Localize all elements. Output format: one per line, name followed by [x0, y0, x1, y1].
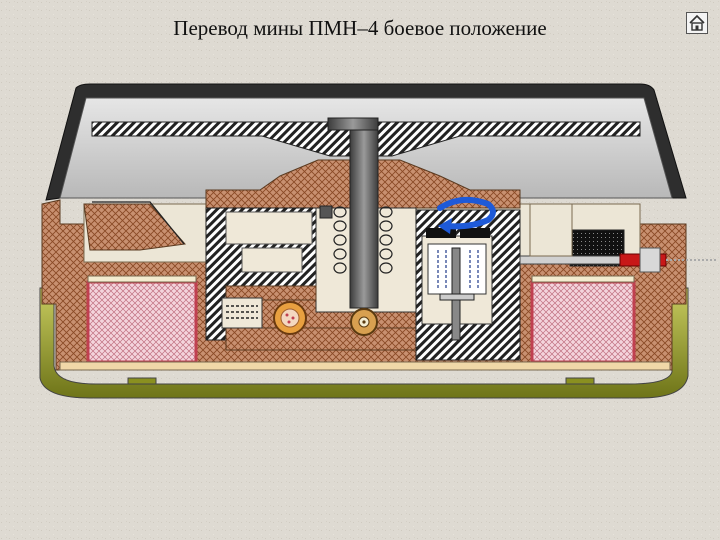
coil-spring-left [333, 206, 347, 274]
charge-left [86, 280, 198, 364]
cover-shell [45, 83, 687, 201]
home-button[interactable] [686, 12, 708, 34]
base-plate [59, 361, 671, 371]
striker-cap [327, 117, 379, 131]
slide-title: Перевод мины ПМН–4 боевое положение [173, 16, 547, 40]
home-icon [689, 14, 705, 31]
fuze-lower-frame [225, 327, 421, 351]
bottom-stud-left [127, 377, 157, 385]
charge-right [530, 280, 636, 364]
coil-spring-right [379, 206, 393, 274]
bottom-stud-right [565, 377, 595, 385]
small-spring-box [221, 297, 263, 329]
rotation-arrowhead [438, 218, 452, 234]
rotation-arrow [437, 196, 496, 230]
striker-rod [349, 129, 379, 309]
